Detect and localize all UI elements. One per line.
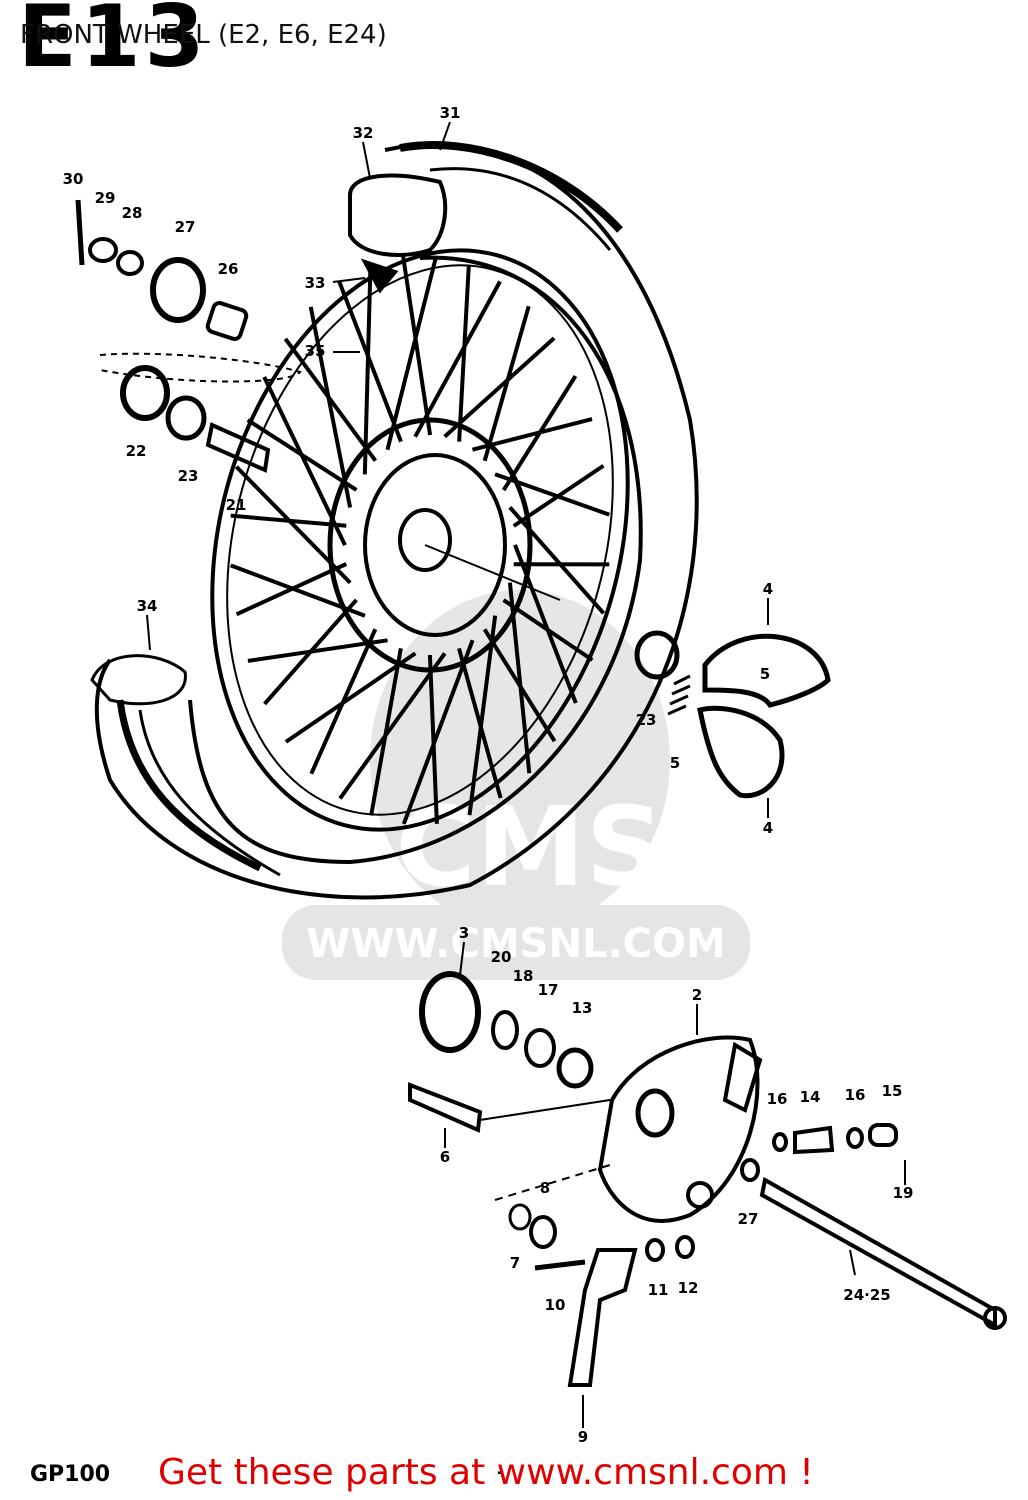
brake-panel — [408, 971, 1007, 1387]
spoke — [443, 336, 556, 439]
spoke — [338, 652, 447, 800]
callout-26: 26 — [218, 260, 239, 278]
spoke — [247, 638, 388, 663]
spoke — [508, 505, 606, 615]
spoke — [513, 544, 578, 704]
spoke — [362, 264, 373, 475]
callout-2: 2 — [692, 986, 702, 1004]
spoke — [507, 582, 532, 774]
callout-13: 13 — [572, 999, 593, 1017]
spoke — [457, 264, 471, 442]
callout-23-right: 23 — [636, 711, 657, 729]
callout-4-bottom: 4 — [763, 819, 773, 837]
brake-shoes — [634, 630, 831, 799]
callout-8: 8 — [540, 1179, 550, 1197]
callout-5-bottom: 5 — [670, 754, 680, 772]
callout-16-right: 16 — [845, 1086, 866, 1104]
callout-30: 30 — [63, 170, 84, 188]
callout-12: 12 — [678, 1279, 699, 1297]
callout-32: 32 — [353, 124, 374, 142]
spoke — [385, 255, 439, 451]
front-tire — [90, 141, 699, 900]
callout-21: 21 — [226, 496, 247, 514]
callout-6: 6 — [440, 1148, 450, 1166]
callout-24-25: 24·25 — [843, 1286, 890, 1304]
watermark-url: WWW.CMSNL.COM — [306, 921, 726, 967]
callout-16-left: 16 — [767, 1090, 788, 1108]
spoke — [308, 306, 353, 508]
spoke — [482, 305, 531, 462]
diagram-title: FRONT WHEEL (E2, E6, E24) — [20, 20, 387, 50]
callout-20: 20 — [491, 948, 512, 966]
cmsnl-parts-link[interactable]: Get these parts at www.cmsnl.com ! — [158, 1452, 814, 1493]
callout-29: 29 — [95, 189, 116, 207]
leader-lines — [146, 121, 906, 1428]
callout-35: 35 — [305, 342, 326, 360]
callout-27: 27 — [175, 218, 196, 236]
callout-10: 10 — [545, 1296, 566, 1314]
spoke — [471, 417, 593, 452]
spoke — [494, 472, 610, 517]
callout-9: 9 — [578, 1428, 588, 1446]
spoke — [413, 280, 502, 438]
callout-33: 33 — [305, 274, 326, 292]
watermark-banner — [282, 905, 750, 980]
wheel-spokes — [230, 255, 610, 825]
spoke — [262, 376, 347, 546]
diagram-code: E13 — [18, 0, 209, 87]
callout-5-top: 5 — [760, 665, 770, 683]
callout-31: 31 — [440, 104, 461, 122]
callout-28: 28 — [122, 204, 143, 222]
spoke — [284, 651, 417, 744]
callout-19: 19 — [893, 1184, 914, 1202]
part-callouts: 31 32 30 29 28 27 26 33 35 22 23 21 34 4… — [63, 104, 914, 1446]
callout-7: 7 — [510, 1254, 520, 1272]
wheel-rim — [210, 248, 630, 832]
page-mark: - — [497, 1462, 505, 1483]
model-code: GP100 — [30, 1462, 111, 1487]
callout-11: 11 — [648, 1281, 669, 1299]
spoke — [467, 615, 498, 816]
spoke — [337, 281, 403, 443]
callout-3: 3 — [459, 924, 469, 942]
callout-34: 34 — [137, 597, 158, 615]
spoke — [234, 465, 352, 585]
hub-parts-left — [75, 199, 302, 473]
callout-17: 17 — [538, 981, 559, 999]
callout-4-top: 4 — [763, 580, 773, 598]
callout-14: 14 — [800, 1088, 821, 1106]
spoke — [401, 255, 433, 436]
spoke — [401, 639, 475, 825]
tube-valve — [348, 173, 448, 294]
callout-23: 23 — [178, 467, 199, 485]
callout-15: 15 — [882, 1082, 903, 1100]
callout-18: 18 — [513, 967, 534, 985]
callout-27-lower: 27 — [738, 1210, 759, 1228]
spoke — [230, 563, 366, 618]
callout-22: 22 — [126, 442, 147, 460]
